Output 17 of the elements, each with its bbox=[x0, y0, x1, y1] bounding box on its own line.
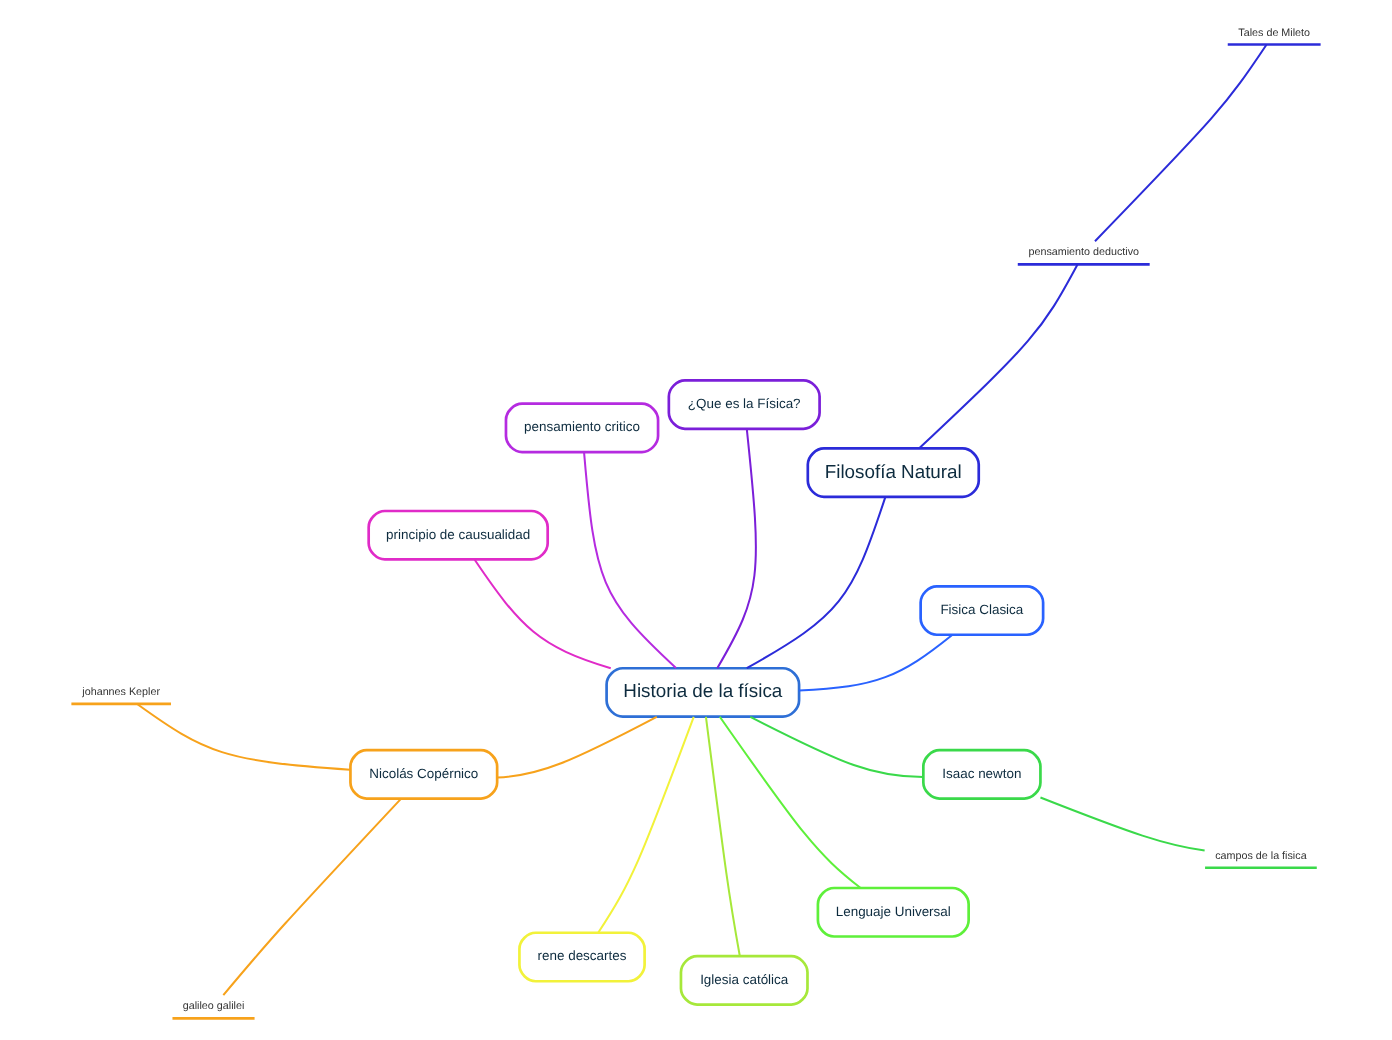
connector bbox=[497, 715, 658, 779]
connector bbox=[597, 716, 695, 934]
connector bbox=[704, 716, 741, 956]
connector bbox=[716, 428, 757, 669]
node-box: Filosofía Natural bbox=[806, 447, 981, 499]
connector bbox=[918, 264, 1079, 449]
connector bbox=[1040, 796, 1205, 852]
connector bbox=[718, 716, 861, 889]
connector bbox=[473, 559, 612, 670]
connector bbox=[746, 497, 887, 670]
connector bbox=[222, 798, 402, 996]
connector bbox=[136, 703, 351, 771]
node-box: Historia de la física bbox=[605, 666, 801, 719]
connector bbox=[749, 715, 924, 779]
connector bbox=[1094, 44, 1268, 242]
connector bbox=[799, 634, 953, 692]
connector bbox=[583, 452, 677, 669]
